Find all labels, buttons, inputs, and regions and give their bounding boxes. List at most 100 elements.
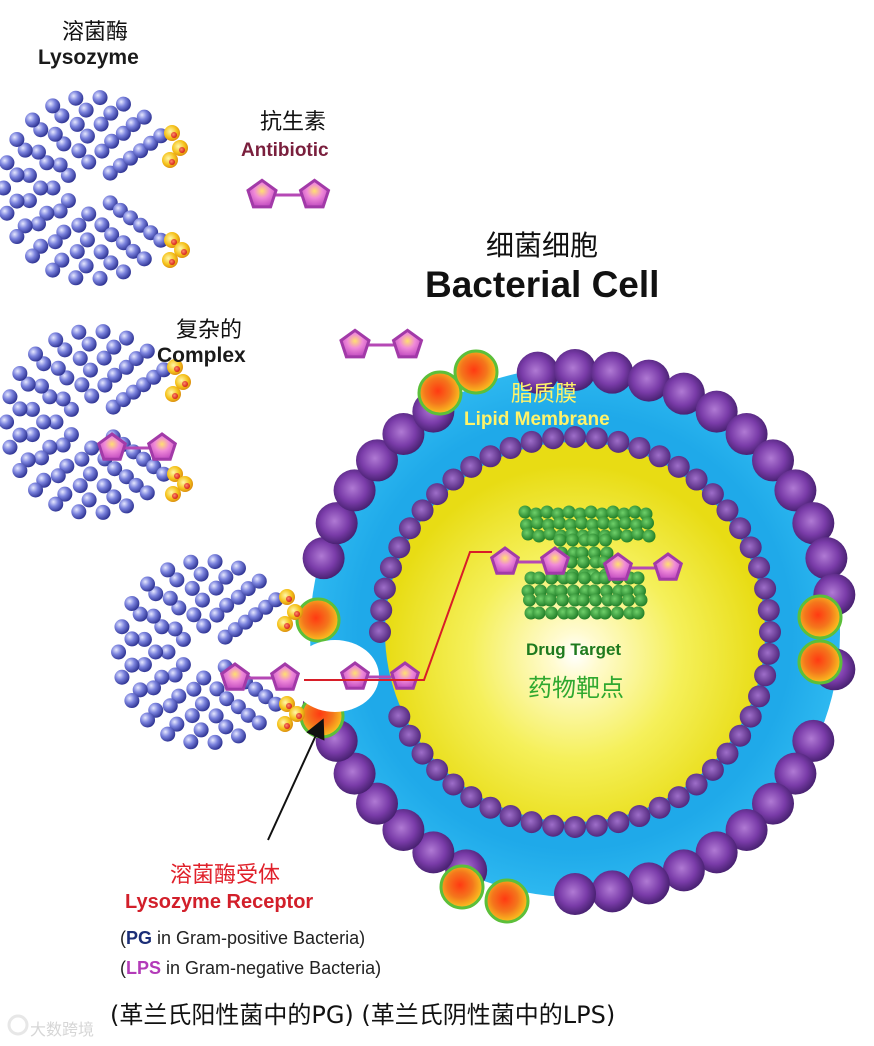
lysozyme-bead xyxy=(136,631,152,647)
wall-bead xyxy=(695,831,738,874)
lysozyme-bead xyxy=(52,203,68,219)
lysozyme-bead xyxy=(33,180,49,196)
wall-bead xyxy=(695,390,738,433)
lysozyme-bead xyxy=(103,105,119,121)
antibiotic-pentagon xyxy=(389,661,421,690)
target-bead xyxy=(543,593,557,607)
lysozyme-bead xyxy=(118,359,134,375)
membrane-bead xyxy=(373,577,396,600)
drug-target-label-cn: 药物靶点 xyxy=(528,674,624,702)
lysozyme-bead xyxy=(71,143,87,159)
wall-bead xyxy=(662,849,705,892)
lysozyme-bead xyxy=(36,414,52,430)
membrane-bead xyxy=(460,455,483,478)
wall-bead xyxy=(333,752,376,795)
lysozyme-bead xyxy=(45,180,61,196)
lysozyme-bead xyxy=(136,251,152,267)
lysozyme-bead xyxy=(54,252,70,268)
lysozyme-bead xyxy=(0,155,15,171)
target-bead xyxy=(631,571,645,585)
wall-bead xyxy=(333,469,376,512)
lysozyme-bead xyxy=(208,708,224,724)
lysozyme-bead xyxy=(17,218,33,234)
antibiotic-pentagon xyxy=(246,178,278,209)
lysozyme-bead xyxy=(79,128,95,144)
lysozyme-bead xyxy=(12,427,28,443)
lysozyme-bead xyxy=(230,728,246,744)
lysozyme-bead xyxy=(68,270,84,286)
active-site-dot xyxy=(181,249,187,255)
receptor-bead xyxy=(417,370,463,416)
target-bead xyxy=(578,606,591,620)
membrane-bead xyxy=(520,430,543,453)
membrane-bead xyxy=(748,685,771,708)
lysozyme-bead xyxy=(71,504,87,520)
target-bead xyxy=(620,529,634,543)
membrane-bead xyxy=(398,517,421,540)
receptor-bead xyxy=(453,349,499,395)
lysozyme-bead xyxy=(162,590,178,606)
lysozyme-bead xyxy=(124,631,140,647)
wall-bead xyxy=(627,862,670,905)
lysozyme-bead xyxy=(21,167,37,183)
lysozyme-bead xyxy=(55,437,71,453)
target-bead xyxy=(619,516,632,530)
lysozyme-bead xyxy=(118,498,134,514)
antibiotic-pentagon xyxy=(489,546,521,575)
lysozyme-bead xyxy=(184,580,200,596)
lysozyme-bead xyxy=(97,377,113,393)
target-bead xyxy=(611,606,624,620)
lysozyme-bead xyxy=(124,595,140,611)
active-site-dot xyxy=(169,259,175,265)
receptor-label-cn: 溶菌酶受体 xyxy=(170,863,281,888)
active-site-dot xyxy=(172,393,178,399)
lysozyme-bead xyxy=(145,680,161,696)
lysozyme-bead xyxy=(115,235,131,251)
lysozyme-bead xyxy=(81,336,97,352)
active-site-dot xyxy=(174,366,180,372)
lysozyme-bead xyxy=(148,644,164,660)
wall-bead xyxy=(554,873,596,915)
membrane-bead xyxy=(369,621,391,643)
wall-bead xyxy=(774,469,817,512)
target-bead xyxy=(597,516,610,530)
membrane-bead xyxy=(411,499,434,522)
lysozyme-bead xyxy=(54,108,70,124)
lps-note: (LPS in Gram-negative Bacteria) xyxy=(120,958,382,978)
lysozyme-bead xyxy=(118,330,134,346)
lysozyme-bead xyxy=(82,466,98,482)
wall-bead xyxy=(355,782,398,825)
lysozyme-bead xyxy=(56,224,72,240)
wall-bead xyxy=(355,439,398,482)
watermark-text: 大数跨境 xyxy=(30,1020,95,1039)
active-site-dot xyxy=(284,623,290,629)
cytoplasm xyxy=(385,442,765,822)
lysozyme-bead xyxy=(207,554,223,570)
lysozyme-bead xyxy=(81,154,97,170)
antibiotic-pentagon xyxy=(269,662,301,691)
target-bead xyxy=(631,606,645,620)
membrane-bead xyxy=(442,468,465,491)
lysozyme-bead xyxy=(33,450,49,466)
lysozyme-bead xyxy=(2,439,18,455)
wall-bead xyxy=(516,351,559,394)
membrane-bead xyxy=(479,445,502,468)
lysozyme-bead xyxy=(30,144,46,160)
wall-bead xyxy=(382,412,425,455)
target-bead xyxy=(523,593,536,607)
lysozyme-bead xyxy=(194,696,210,712)
lysozyme-bead xyxy=(96,478,112,494)
lysozyme-bead xyxy=(114,669,130,685)
transport-path-line xyxy=(304,551,492,681)
lysozyme-bead xyxy=(56,136,72,152)
target-bead xyxy=(566,533,579,547)
antibiotic-pentagon xyxy=(339,328,371,359)
lysozyme-bead xyxy=(175,631,191,647)
lysozyme-bead xyxy=(47,234,63,250)
lysozyme-bead xyxy=(167,667,183,683)
lysozyme-bead xyxy=(71,324,87,340)
wall-bead xyxy=(752,439,795,482)
wall-bead xyxy=(315,502,358,545)
lysozyme-bead xyxy=(193,566,209,582)
antibiotic-label-cn: 抗生素 xyxy=(260,110,327,135)
